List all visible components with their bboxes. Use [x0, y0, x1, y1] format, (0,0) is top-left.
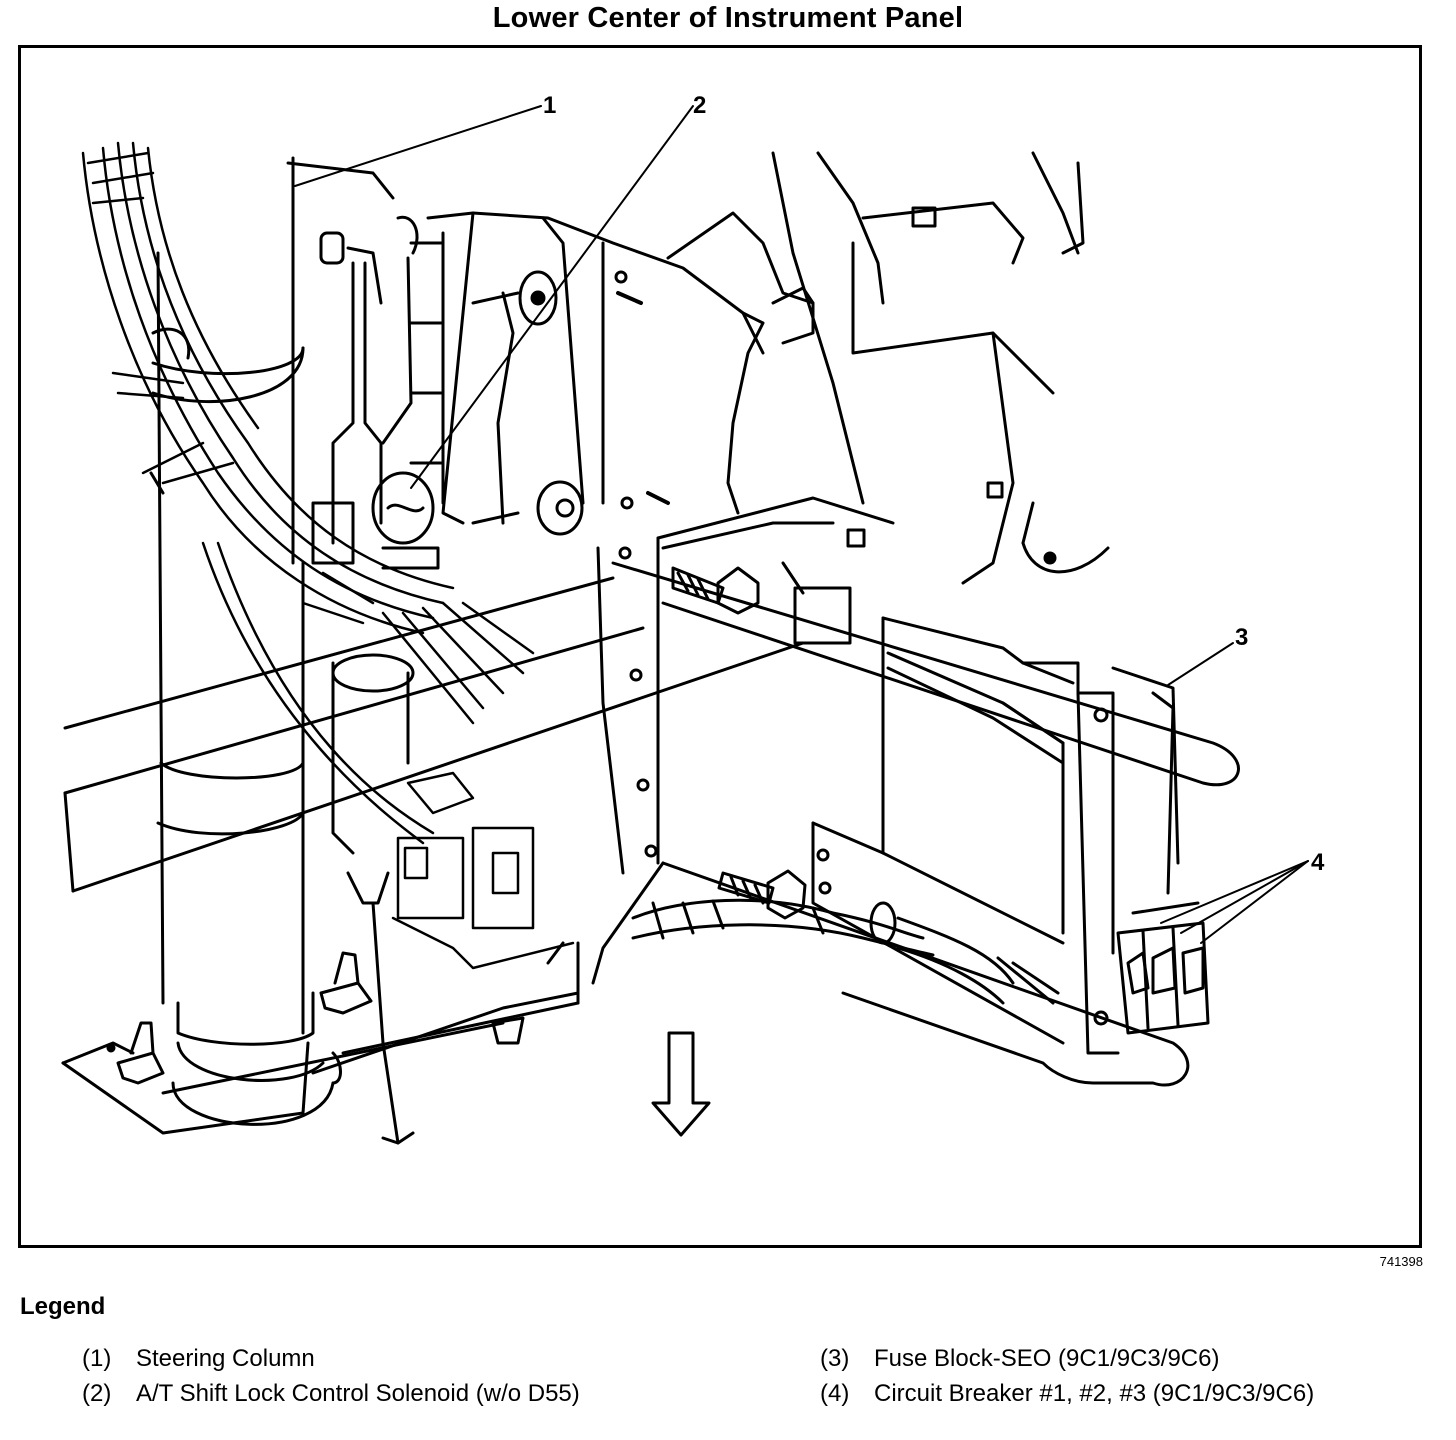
mounting-bolt-lower — [717, 869, 807, 920]
legend-item-3: (3) Fuse Block-SEO (9C1/9C3/9C6) — [820, 1345, 1219, 1373]
legend-label: Circuit Breaker #1, #2, #3 (9C1/9C3/9C6) — [874, 1380, 1315, 1407]
legend-item-1: (1) Steering Column — [82, 1345, 315, 1373]
legend-item-2: (2) A/T Shift Lock Control Solenoid (w/o … — [82, 1380, 580, 1408]
fuse-block — [811, 616, 1180, 1055]
legend-number: (3) — [820, 1345, 850, 1372]
callout-1: 1 — [543, 92, 556, 119]
illustration-frame: 1 2 3 4 — [18, 45, 1422, 1248]
legend-number: (4) — [820, 1380, 850, 1407]
vertical-panel — [591, 496, 895, 985]
callout-3: 3 — [1235, 624, 1248, 651]
mounting-bolt-upper — [671, 566, 760, 615]
legend-label: A/T Shift Lock Control Solenoid (w/o D55… — [136, 1380, 580, 1407]
lower-bolts — [116, 951, 525, 1085]
legend-label: Fuse Block-SEO (9C1/9C3/9C6) — [874, 1345, 1220, 1372]
callout-2: 2 — [693, 92, 706, 119]
base-plate — [61, 941, 580, 1135]
shift-lock-solenoid — [311, 215, 440, 1145]
wire-harness — [81, 141, 535, 845]
legend-item-4: (4) Circuit Breaker #1, #2, #3 (9C1/9C3/9… — [820, 1380, 1314, 1408]
center-bracket — [409, 211, 815, 536]
callout-leaders — [294, 105, 1309, 944]
callout-4: 4 — [1311, 849, 1325, 876]
fuse-harness — [631, 898, 1060, 1005]
mounting-rails — [63, 576, 805, 893]
legend-number: (1) — [82, 1345, 112, 1372]
dash-structure — [771, 151, 1110, 585]
legend-number: (2) — [82, 1380, 112, 1407]
figure-id: 741398 — [1379, 1254, 1423, 1269]
legend-label: Steering Column — [136, 1345, 315, 1372]
legend-title: Legend — [20, 1293, 106, 1320]
instrument-panel-illustration: 1 2 3 4 — [61, 92, 1325, 1145]
relay-blocks — [391, 771, 575, 970]
magnified-view-outlines — [611, 561, 1240, 1087]
circuit-breakers — [1116, 901, 1210, 1035]
down-arrow-icon — [651, 1031, 711, 1137]
diagram-title: Lower Center of Instrument Panel — [492, 2, 964, 34]
